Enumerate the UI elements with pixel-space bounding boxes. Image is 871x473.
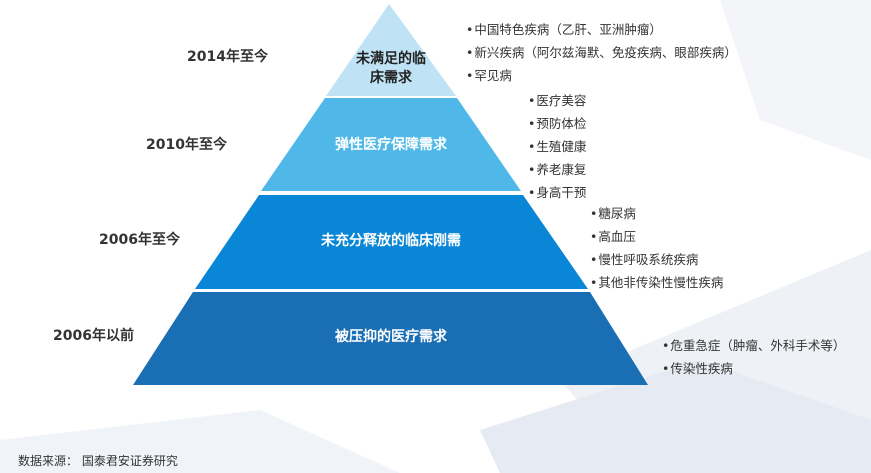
tier-2-year: 2010年至今 (146, 137, 227, 153)
tier-4-label: 被压抑的医疗需求 (335, 329, 447, 345)
tier-2-items: 医疗美容 预防体检 生殖健康 养老康复 身高干预 (528, 89, 586, 204)
list-item: 新兴疾病（阿尔兹海默、免疫疾病、眼部疾病） (466, 41, 737, 64)
tier-1-label: 未满足的临 床需求 (356, 50, 426, 88)
tier-1-label-line-1: 未满足的临 (356, 51, 426, 67)
tier-4-items: 危重急症（肿瘤、外科手术等） 传染性疾病 (662, 334, 845, 380)
list-item: 危重急症（肿瘤、外科手术等） (662, 334, 845, 357)
list-item: 中国特色疾病（乙肝、亚洲肿瘤） (466, 18, 737, 41)
tier-1-shape (326, 4, 456, 96)
tier-1-items: 中国特色疾病（乙肝、亚洲肿瘤） 新兴疾病（阿尔兹海默、免疫疾病、眼部疾病） 罕见… (466, 18, 737, 87)
tier-2-label: 弹性医疗保障需求 (335, 137, 447, 153)
tier-1-year: 2014年至今 (187, 49, 268, 65)
data-source: 数据来源： 国泰君安证券研究 (18, 454, 178, 468)
list-item: 罕见病 (466, 64, 737, 87)
list-item: 慢性呼吸系统疾病 (590, 248, 723, 271)
tier-3-label: 未充分释放的临床刚需 (321, 233, 461, 249)
list-item: 医疗美容 (528, 89, 586, 112)
list-item: 传染性疾病 (662, 357, 845, 380)
tier-4-shape (133, 292, 648, 385)
list-item: 预防体检 (528, 112, 586, 135)
tier-1-label-line-2: 床需求 (370, 70, 412, 86)
list-item: 糖尿病 (590, 202, 723, 225)
tier-3-items: 糖尿病 高血压 慢性呼吸系统疾病 其他非传染性慢性疾病 (590, 202, 723, 294)
tier-3-shape (195, 195, 588, 289)
tier-2-shape (261, 98, 521, 191)
list-item: 其他非传染性慢性疾病 (590, 271, 723, 294)
tier-4-year: 2006年以前 (53, 328, 134, 344)
list-item: 身高干预 (528, 181, 586, 204)
list-item: 高血压 (590, 225, 723, 248)
list-item: 生殖健康 (528, 135, 586, 158)
list-item: 养老康复 (528, 158, 586, 181)
tier-3-year: 2006年至今 (99, 232, 180, 248)
